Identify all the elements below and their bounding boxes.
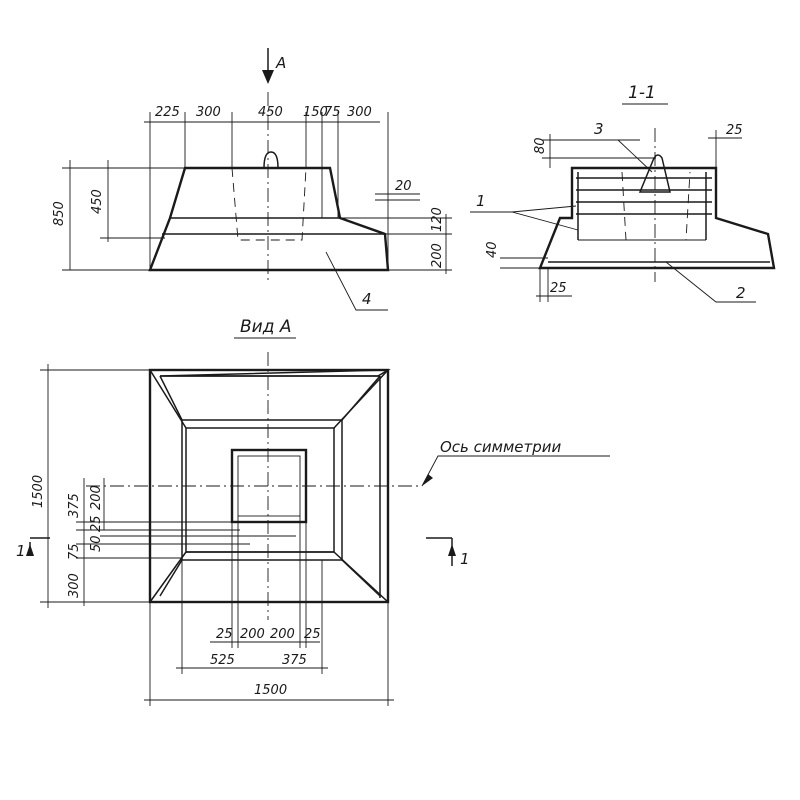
dim-1500-bottom: 1500 [254,683,287,698]
dim-150: 150 [303,105,328,120]
dim-25-b1: 25 [216,627,233,642]
axis-note-leader [421,455,610,487]
section-mark-right-label: 1 [460,550,470,568]
rebar-group [548,172,770,263]
elevation-body [148,166,390,272]
hidden-socket [231,167,307,241]
dim-25-left: 25 [89,515,104,532]
section-title: 1-1 [628,83,656,103]
dim-120: 120 [430,207,445,232]
section-view: 1-1 80 25 40 25 [470,83,776,303]
callout-leader-4 [325,251,388,311]
plan-top-frame [185,427,335,553]
dim-200-b2: 200 [270,627,295,642]
dim-25-b2: 25 [304,627,321,642]
view-arrow-head [262,70,274,84]
dim-375-bottom: 375 [282,653,307,668]
dim-40: 40 [485,241,500,258]
dim-200: 200 [430,243,445,268]
dim-450: 450 [258,105,283,120]
callout-leader-2 [665,261,756,303]
dim-80: 80 [533,137,548,154]
plan-view: Вид А Ось симметрии [16,317,610,706]
dim-200-left: 200 [89,485,104,510]
callout-2: 2 [736,284,746,302]
dim-75: 75 [324,105,341,120]
dim-75-left: 75 [67,543,82,560]
elevation-view: А 225 300 450 150 75 300 850 450 [52,48,452,311]
dim-1500-left: 1500 [31,475,46,508]
dim-25-bottom: 25 [550,281,567,296]
dim-200-b1: 200 [240,627,265,642]
dim-300-b: 300 [347,105,372,120]
dim-25-top: 25 [726,123,743,138]
callout-4: 4 [362,290,372,308]
section-socket [621,171,691,241]
plan-mid-frame [181,419,343,561]
dim-450-left: 450 [90,189,105,214]
section-mark-left-label: 1 [16,542,26,560]
dim-300-left: 300 [67,573,82,598]
dim-850: 850 [52,201,67,226]
dim-225: 225 [155,105,180,120]
dim-525: 525 [210,653,235,668]
dim-300-a: 300 [196,105,221,120]
section-body [538,166,776,270]
lifting-loop [263,151,279,169]
dim-20: 20 [395,179,412,194]
callout-1: 1 [476,192,486,210]
dim-50-left: 50 [89,535,104,552]
plan-title: Вид А [240,317,292,337]
callout-3: 3 [594,120,604,138]
view-marker-label: А [275,54,286,72]
callout-leader-3 [590,139,653,173]
axis-note: Ось симметрии [440,438,562,456]
dim-375: 375 [67,493,82,518]
callout-leader-1 [470,211,579,231]
